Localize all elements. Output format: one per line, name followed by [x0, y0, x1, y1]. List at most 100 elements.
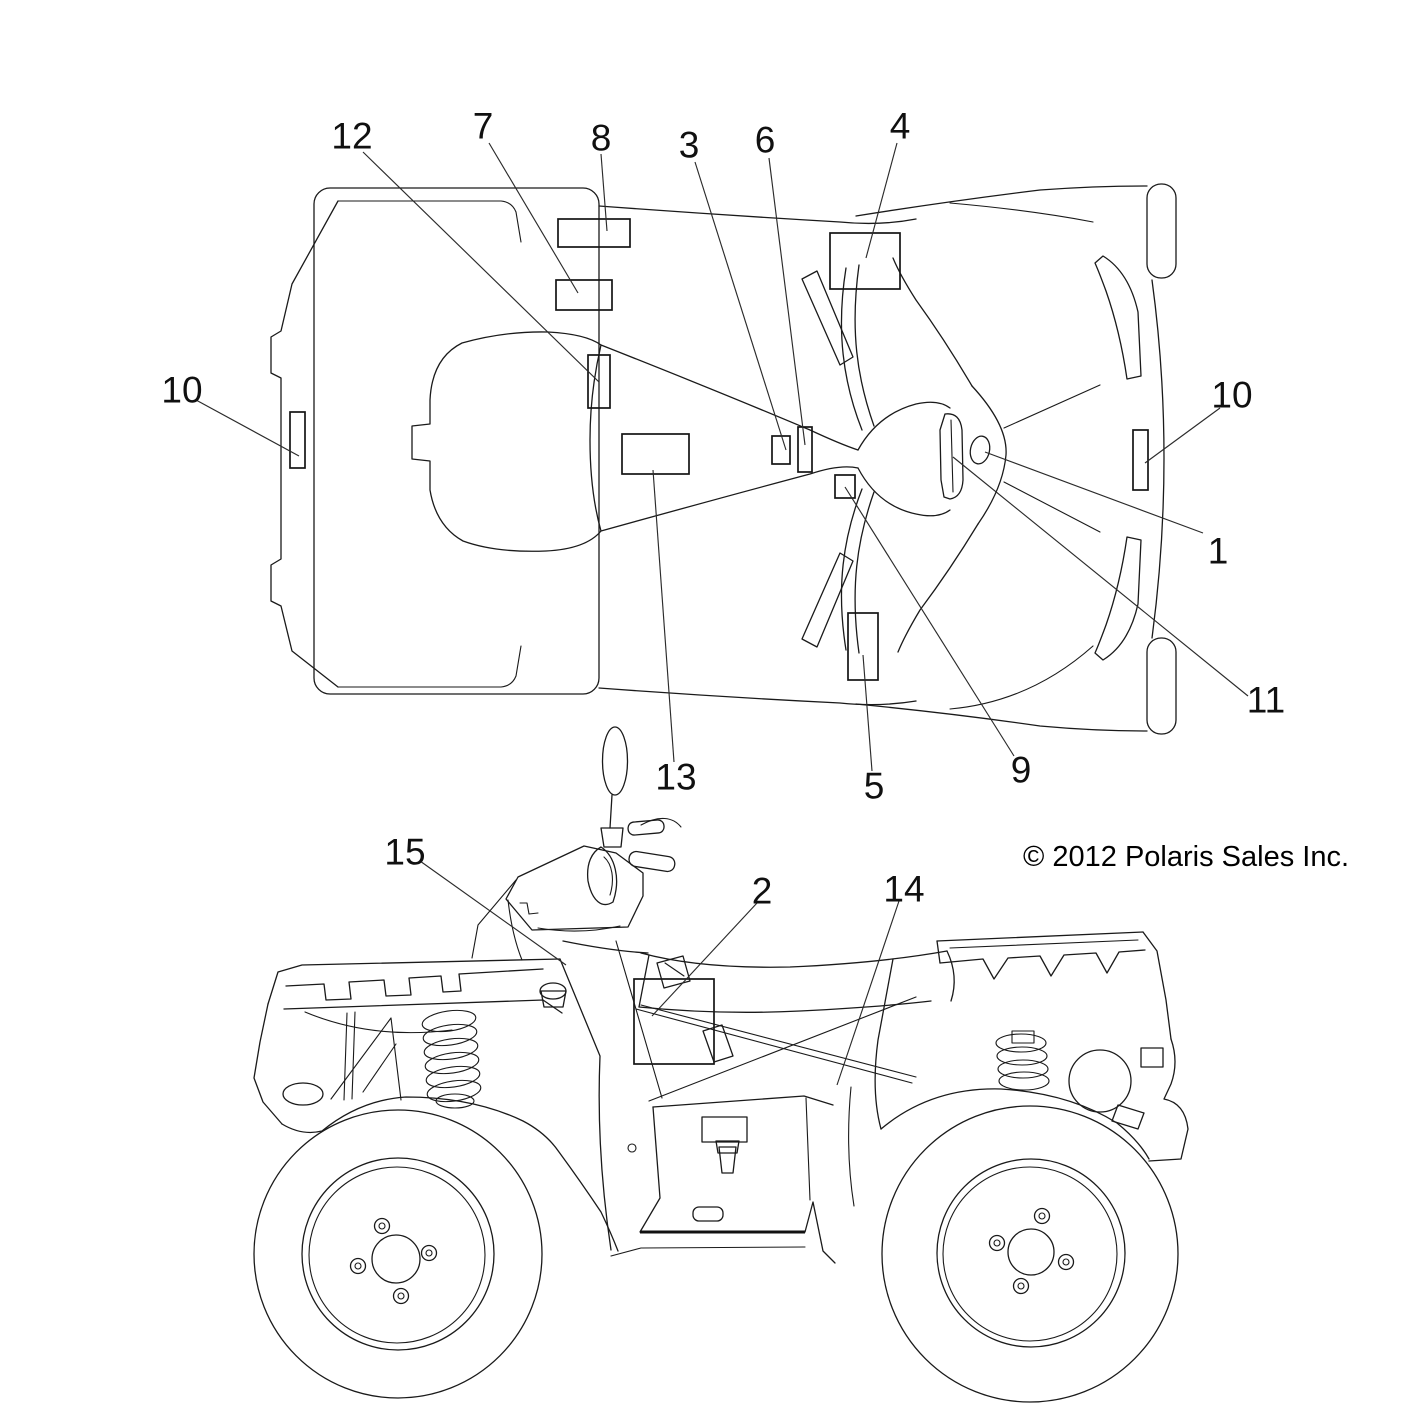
callout-label-14: 14 — [883, 869, 924, 910]
front-bottom-edge — [855, 703, 1148, 732]
windshield-strip — [939, 413, 964, 500]
steering-column-line-2 — [854, 264, 875, 427]
rear-body-edge — [1148, 1038, 1189, 1162]
footwell-pad — [701, 1116, 748, 1143]
front-fender — [281, 1096, 619, 1252]
cowl-seam-lower-right — [1003, 481, 1101, 533]
headlight-pod — [471, 845, 644, 961]
callout-label-10-left: 10 — [161, 370, 202, 411]
callout-leader-4 — [865, 142, 898, 259]
rear-fender-front-edge — [874, 958, 894, 1130]
decal-7 — [555, 279, 613, 311]
callout-label-10-right: 10 — [1211, 375, 1252, 416]
callout-leader-8 — [600, 153, 608, 232]
rack-inner-edge-bottom — [337, 645, 522, 688]
steering-column-line-3 — [840, 488, 863, 651]
windshield-side — [586, 846, 618, 906]
decal-3 — [771, 435, 791, 465]
callout-leader-10-right — [1144, 407, 1221, 464]
shifter-cap — [715, 1140, 740, 1154]
rack-inner-edge-top — [337, 200, 522, 243]
drive-housing — [1068, 1049, 1132, 1113]
top-view-body — [270, 183, 1177, 735]
callout-label-15: 15 — [384, 832, 425, 873]
footwell-tab — [692, 1206, 724, 1222]
callout-leader-12 — [362, 151, 600, 383]
cowl-seam-upper-left — [892, 257, 973, 387]
front-rack — [253, 958, 563, 1125]
rear-suspension — [995, 1030, 1050, 1091]
cowl-nose — [971, 385, 1007, 525]
footwell — [610, 1095, 836, 1264]
seat-taper-lower — [600, 466, 859, 532]
callout-leader-13 — [652, 469, 675, 763]
rear-rack-outline — [313, 187, 600, 695]
decal-10-right — [1132, 429, 1149, 491]
callout-label-7: 7 — [473, 106, 494, 147]
front-top-edge — [855, 185, 1148, 217]
decal-10-left — [289, 411, 306, 469]
callout-leader-3 — [694, 161, 787, 451]
front-rack-slot-lower — [1094, 536, 1142, 661]
callout-leader-5 — [862, 654, 873, 772]
callout-leader-2 — [651, 902, 758, 1017]
callout-leader-10-left — [195, 399, 300, 457]
panel-vent-slot — [656, 955, 691, 989]
steering-column-line-1 — [840, 267, 863, 431]
panel-vent-lower — [702, 1024, 734, 1063]
decal-5 — [847, 612, 879, 681]
rear-fender — [880, 1088, 1150, 1160]
callout-label-13: 13 — [655, 757, 696, 798]
mud-gap-line — [848, 1086, 855, 1207]
decal-locations — [289, 218, 1149, 1065]
mirror — [600, 726, 629, 848]
cowl-seam-lower-left — [897, 523, 979, 653]
callout-label-1: 1 — [1208, 531, 1229, 572]
callout-label-9: 9 — [1011, 750, 1032, 791]
front-suspension — [330, 1009, 482, 1109]
front-platform-edge-top — [949, 202, 1094, 223]
side-view-vehicle — [253, 726, 1189, 1403]
decal-6 — [797, 426, 813, 473]
callout-label-4: 4 — [890, 106, 911, 147]
tank-outline-lower — [857, 467, 951, 517]
handlebar-side — [627, 817, 682, 873]
windshield-side-inner — [603, 856, 613, 896]
callout-label-6: 6 — [755, 120, 776, 161]
callout-label-8: 8 — [591, 118, 612, 159]
steering-column-line-4 — [854, 491, 875, 654]
callout-leader-6 — [768, 157, 806, 446]
front-body-edge — [559, 958, 612, 1251]
cargo-bed-contour — [411, 331, 602, 552]
callout-leader-9 — [844, 486, 1015, 757]
decal-8 — [557, 218, 631, 248]
fuel-tank-side — [539, 940, 649, 1008]
footwell-bolt — [627, 1143, 637, 1153]
callout-label-2: 2 — [752, 871, 773, 912]
callout-label-5: 5 — [864, 766, 885, 807]
front-wheel — [253, 1109, 543, 1399]
cowl-seam-upper-right — [1003, 384, 1101, 429]
front-rack-slot-upper — [1094, 255, 1142, 380]
decal-9 — [834, 474, 856, 499]
callout-leader-14 — [836, 900, 900, 1086]
decal-2 — [633, 978, 715, 1065]
mid-bottom-edge — [598, 687, 917, 706]
rear-fascia-outline — [270, 200, 339, 688]
callout-leader-11 — [952, 456, 1249, 697]
copyright-notice: © 2012 Polaris Sales Inc. — [1023, 841, 1349, 873]
rear-wheel — [881, 1105, 1179, 1403]
decal-4 — [829, 232, 901, 290]
front-bumper-corner-lower — [1146, 637, 1177, 735]
handlebar-lever-lower — [801, 552, 854, 648]
front-fender-crease — [304, 1011, 453, 1034]
callout-leader-1 — [984, 451, 1204, 534]
front-bumper-corner-upper — [1146, 183, 1177, 279]
rear-rack — [936, 931, 1172, 1040]
front-platform-edge-bottom — [949, 645, 1094, 710]
rear-bracket — [1140, 1047, 1164, 1068]
fuel-cap — [969, 435, 991, 465]
mid-top-edge — [598, 205, 917, 225]
callout-leader-15 — [419, 860, 567, 966]
